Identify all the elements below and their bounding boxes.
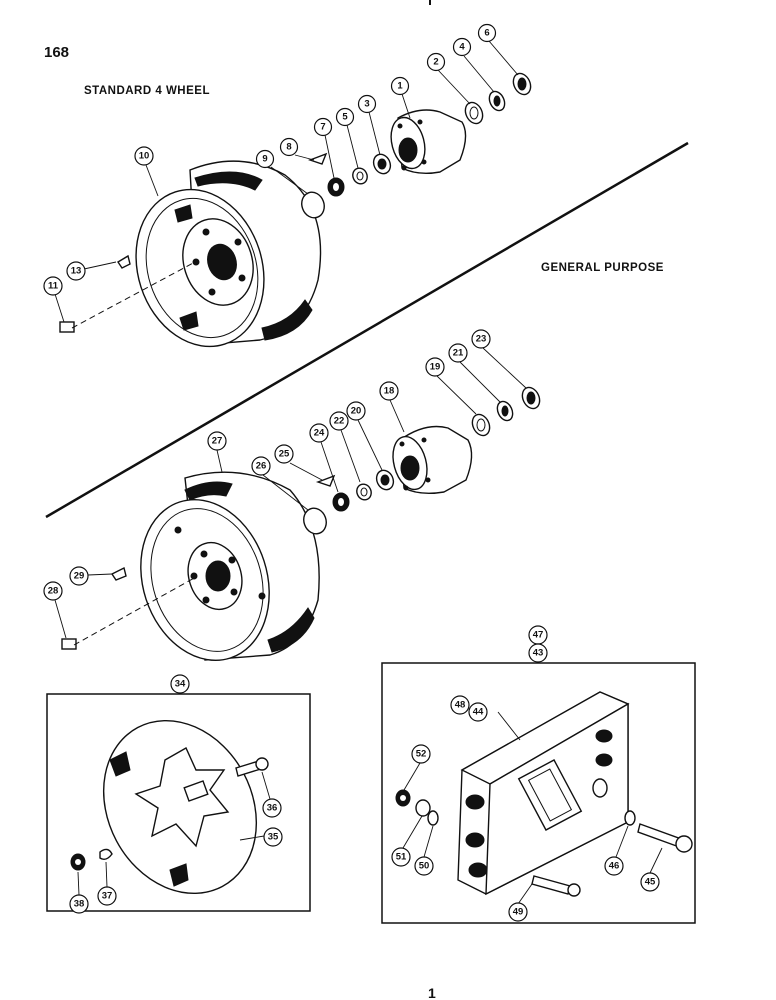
suitcase-weight bbox=[395, 691, 693, 897]
svg-text:44: 44 bbox=[473, 707, 484, 718]
page-number: 168 bbox=[44, 44, 69, 61]
weight-box-right bbox=[381, 662, 696, 924]
svg-text:49: 49 bbox=[513, 907, 524, 918]
svg-text:28: 28 bbox=[48, 586, 59, 597]
footer-mark: 1 bbox=[428, 985, 436, 1000]
leader-lines bbox=[54, 40, 663, 905]
svg-text:20: 20 bbox=[351, 406, 362, 417]
callout-27: 27 bbox=[207, 431, 227, 451]
svg-text:35: 35 bbox=[268, 832, 279, 843]
top-bolt-path bbox=[71, 261, 196, 329]
svg-text:38: 38 bbox=[74, 899, 85, 910]
svg-text:48: 48 bbox=[455, 700, 466, 711]
svg-text:10: 10 bbox=[139, 151, 150, 162]
svg-text:52: 52 bbox=[416, 749, 427, 760]
svg-text:50: 50 bbox=[419, 861, 430, 872]
svg-text:51: 51 bbox=[396, 852, 407, 863]
svg-text:1: 1 bbox=[397, 81, 403, 92]
callout-47: 47 bbox=[528, 625, 548, 645]
callout-52: 52 bbox=[411, 744, 431, 764]
top-wheel bbox=[135, 160, 322, 348]
callout-2: 2 bbox=[426, 52, 446, 72]
callout-50: 50 bbox=[414, 856, 434, 876]
callout-13: 13 bbox=[66, 261, 86, 281]
svg-text:4: 4 bbox=[459, 42, 465, 53]
callout-19: 19 bbox=[425, 357, 445, 377]
svg-text:47: 47 bbox=[533, 630, 544, 641]
callout-35: 35 bbox=[263, 827, 283, 847]
svg-text:37: 37 bbox=[102, 891, 113, 902]
middle-hub bbox=[392, 425, 473, 495]
callout-49: 49 bbox=[508, 902, 528, 922]
svg-text:29: 29 bbox=[74, 571, 85, 582]
section-divider bbox=[45, 141, 689, 519]
svg-text:2: 2 bbox=[433, 57, 438, 68]
callout-28: 28 bbox=[43, 581, 63, 601]
middle-small-parts bbox=[61, 386, 541, 650]
callout-37: 37 bbox=[97, 886, 117, 906]
callout-45: 45 bbox=[640, 872, 660, 892]
callout-38: 38 bbox=[69, 894, 89, 914]
callout-3: 3 bbox=[357, 94, 377, 114]
svg-text:36: 36 bbox=[267, 803, 278, 814]
top-hub bbox=[390, 109, 467, 175]
callout-8: 8 bbox=[279, 137, 299, 157]
callout-34: 34 bbox=[170, 674, 190, 694]
callout-5: 5 bbox=[335, 107, 355, 127]
section-title-standard: STANDARD 4 WHEEL bbox=[84, 85, 210, 97]
callout-21: 21 bbox=[448, 343, 468, 363]
svg-text:7: 7 bbox=[320, 122, 325, 133]
svg-text:45: 45 bbox=[645, 877, 656, 888]
svg-text:18: 18 bbox=[384, 386, 395, 397]
svg-text:19: 19 bbox=[430, 362, 441, 373]
callout-22: 22 bbox=[329, 411, 349, 431]
svg-text:43: 43 bbox=[533, 648, 544, 659]
round-weight bbox=[70, 719, 269, 895]
callout-44: 44 bbox=[468, 702, 488, 722]
svg-text:9: 9 bbox=[262, 154, 267, 165]
svg-text:23: 23 bbox=[476, 334, 487, 345]
callout-11: 11 bbox=[43, 276, 63, 296]
weight-box-left bbox=[46, 693, 311, 912]
callout-23: 23 bbox=[471, 329, 491, 349]
callout-7: 7 bbox=[313, 117, 333, 137]
svg-text:13: 13 bbox=[71, 266, 82, 277]
svg-text:11: 11 bbox=[48, 281, 59, 292]
callout-48: 48 bbox=[450, 695, 470, 715]
svg-text:8: 8 bbox=[286, 142, 291, 153]
callout-10: 10 bbox=[134, 146, 154, 166]
svg-text:26: 26 bbox=[256, 461, 267, 472]
svg-text:27: 27 bbox=[212, 436, 223, 447]
callout-26: 26 bbox=[251, 456, 271, 476]
callout-1: 1 bbox=[390, 76, 410, 96]
svg-text:21: 21 bbox=[453, 348, 464, 359]
svg-text:46: 46 bbox=[609, 861, 620, 872]
callout-29: 29 bbox=[69, 566, 89, 586]
callout-20: 20 bbox=[346, 401, 366, 421]
top-small-parts bbox=[59, 72, 532, 333]
callout-36: 36 bbox=[262, 798, 282, 818]
svg-text:5: 5 bbox=[342, 112, 348, 123]
svg-text:22: 22 bbox=[334, 416, 345, 427]
callout-9: 9 bbox=[255, 149, 275, 169]
callout-18: 18 bbox=[379, 381, 399, 401]
callout-51: 51 bbox=[391, 847, 411, 867]
callout-24: 24 bbox=[309, 423, 329, 443]
middle-wheel bbox=[140, 471, 320, 662]
svg-text:3: 3 bbox=[364, 99, 369, 110]
svg-text:24: 24 bbox=[314, 428, 325, 439]
callout-25: 25 bbox=[274, 444, 294, 464]
middle-bolt-path bbox=[73, 576, 197, 646]
svg-text:34: 34 bbox=[175, 679, 186, 690]
callout-4: 4 bbox=[452, 37, 472, 57]
svg-text:25: 25 bbox=[279, 449, 290, 460]
callout-43: 43 bbox=[528, 643, 548, 663]
section-title-general: GENERAL PURPOSE bbox=[541, 262, 664, 274]
callout-6: 6 bbox=[477, 23, 497, 43]
svg-text:6: 6 bbox=[484, 28, 489, 39]
callout-46: 46 bbox=[604, 856, 624, 876]
